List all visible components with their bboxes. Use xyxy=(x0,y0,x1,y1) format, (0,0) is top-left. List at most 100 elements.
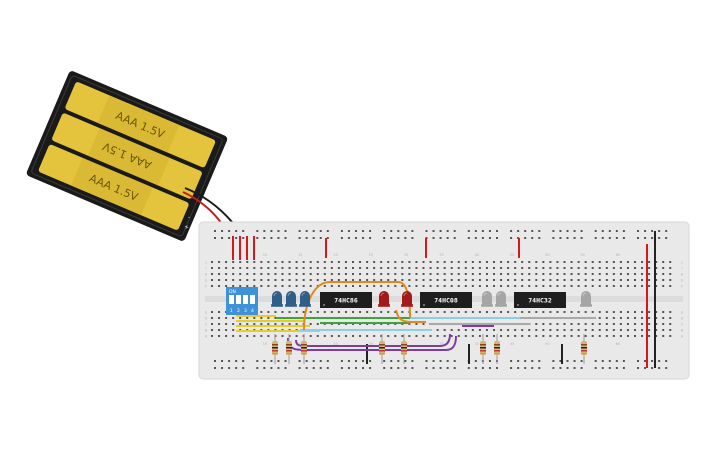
breadboard-hole xyxy=(662,335,665,337)
resistor[interactable] xyxy=(581,334,587,364)
breadboard-rail-hole xyxy=(242,230,245,232)
dip-switch[interactable]: ON 1 2 3 4 xyxy=(226,287,258,315)
breadboard-hole xyxy=(584,335,587,337)
led[interactable] xyxy=(495,291,507,307)
breadboard-rail-hole xyxy=(496,230,498,232)
breadboard-hole xyxy=(373,261,376,263)
column-number-bottom: 35 xyxy=(439,342,443,346)
breadboard-hole xyxy=(619,317,622,319)
dip-position-4: 4 xyxy=(251,308,254,314)
bottom-ground-jumpers[interactable] xyxy=(366,344,563,364)
led[interactable] xyxy=(481,291,493,307)
breadboard-hole xyxy=(570,279,573,281)
breadboard-rail-hole xyxy=(488,230,491,232)
breadboard-hole xyxy=(366,267,369,269)
breadboard-rail-hole xyxy=(467,230,470,232)
breadboard-hole xyxy=(274,323,277,325)
wires-gray[interactable] xyxy=(430,317,596,325)
breadboard-rail-hole xyxy=(312,360,315,362)
breadboard-hole xyxy=(436,311,439,313)
breadboard-hole xyxy=(485,279,488,281)
top-rail-jumpers[interactable] xyxy=(232,236,520,260)
column-number-top: 20 xyxy=(333,253,337,257)
resistor[interactable] xyxy=(379,334,385,364)
breadboard-rail-hole xyxy=(284,360,287,362)
breadboard-hole xyxy=(464,273,467,275)
breadboard-hole xyxy=(634,285,636,287)
row-letter-left: H xyxy=(205,272,208,276)
breadboard-hole xyxy=(549,279,552,281)
resistor[interactable] xyxy=(272,334,278,364)
breadboard-rail-hole xyxy=(608,360,611,362)
breadboard-hole xyxy=(612,311,615,313)
breadboard-hole xyxy=(309,285,312,287)
breadboard-hole xyxy=(493,273,495,275)
led[interactable] xyxy=(299,291,311,307)
breadboard-hole xyxy=(443,285,446,287)
breadboard-rail-hole xyxy=(531,360,534,362)
dip-toggle-2[interactable] xyxy=(236,295,241,304)
breadboard-hole xyxy=(436,329,439,331)
breadboard-hole xyxy=(598,285,601,287)
breadboard-hole xyxy=(450,267,453,269)
breadboard-rail-hole xyxy=(298,237,301,239)
breadboard-rail-hole xyxy=(256,237,259,239)
resistor[interactable] xyxy=(480,334,486,364)
dip-toggle-3[interactable] xyxy=(243,295,248,304)
led[interactable] xyxy=(271,291,283,307)
breadboard-hole xyxy=(591,335,594,337)
breadboard-hole xyxy=(521,335,524,337)
breadboard-rail-hole xyxy=(221,230,224,232)
wires-green[interactable] xyxy=(276,317,420,324)
led[interactable] xyxy=(285,291,297,307)
breadboard-hole xyxy=(535,329,538,331)
breadboard-rail-hole xyxy=(270,360,273,362)
breadboard-hole xyxy=(443,267,446,269)
breadboard-hole xyxy=(549,261,552,263)
chip-74hc08[interactable]: 74HC08 xyxy=(420,292,472,308)
breadboard-hole xyxy=(394,335,397,337)
breadboard-rail-hole xyxy=(488,237,491,239)
led[interactable] xyxy=(401,291,413,307)
breadboard-hole xyxy=(302,261,305,263)
breadboard-hole xyxy=(295,267,298,269)
resistor[interactable] xyxy=(401,334,407,364)
breadboard-hole xyxy=(549,311,552,313)
led[interactable] xyxy=(580,291,592,307)
breadboard-hole xyxy=(570,323,573,325)
led[interactable] xyxy=(378,291,390,307)
breadboard-hole xyxy=(478,273,481,275)
breadboard-hole xyxy=(344,261,347,263)
breadboard-rail-hole xyxy=(644,230,647,232)
breadboard-hole xyxy=(556,261,559,263)
breadboard-hole xyxy=(330,279,333,281)
breadboard-hole xyxy=(323,335,326,337)
breadboard-hole xyxy=(281,273,284,275)
breadboard-rail-hole xyxy=(369,230,372,232)
breadboard-hole xyxy=(549,335,552,337)
breadboard-hole xyxy=(408,273,411,275)
dip-toggle-1[interactable] xyxy=(229,295,234,304)
chip-74hc86-label: 74HC86 xyxy=(334,297,358,305)
breadboard-rail-hole xyxy=(615,230,618,232)
chip-74hc32[interactable]: 74HC32 xyxy=(514,292,566,308)
resistor[interactable] xyxy=(301,334,307,364)
breadboard-hole xyxy=(232,261,235,263)
resistor[interactable] xyxy=(494,334,500,364)
breadboard-rail-hole xyxy=(390,367,393,369)
breadboard-rail-hole xyxy=(355,237,357,239)
battery-pack[interactable]: AAA 1.5V AAA 1.5V AAA 1.5V - + xyxy=(26,70,229,242)
wires-lightblue[interactable] xyxy=(300,317,520,331)
breadboard-hole xyxy=(246,317,249,319)
breadboard-hole xyxy=(232,267,235,269)
dip-toggle-4[interactable] xyxy=(250,295,255,304)
breadboard-hole xyxy=(549,267,552,269)
breadboard-rail-hole xyxy=(580,367,583,369)
breadboard-hole xyxy=(457,273,460,275)
breadboard-hole xyxy=(380,267,383,269)
chip-74hc86[interactable]: 74HC86 xyxy=(320,292,372,308)
resistor[interactable] xyxy=(286,334,292,364)
breadboard-hole xyxy=(648,279,651,281)
breadboard-hole xyxy=(288,285,291,287)
breadboard-hole xyxy=(323,261,326,263)
